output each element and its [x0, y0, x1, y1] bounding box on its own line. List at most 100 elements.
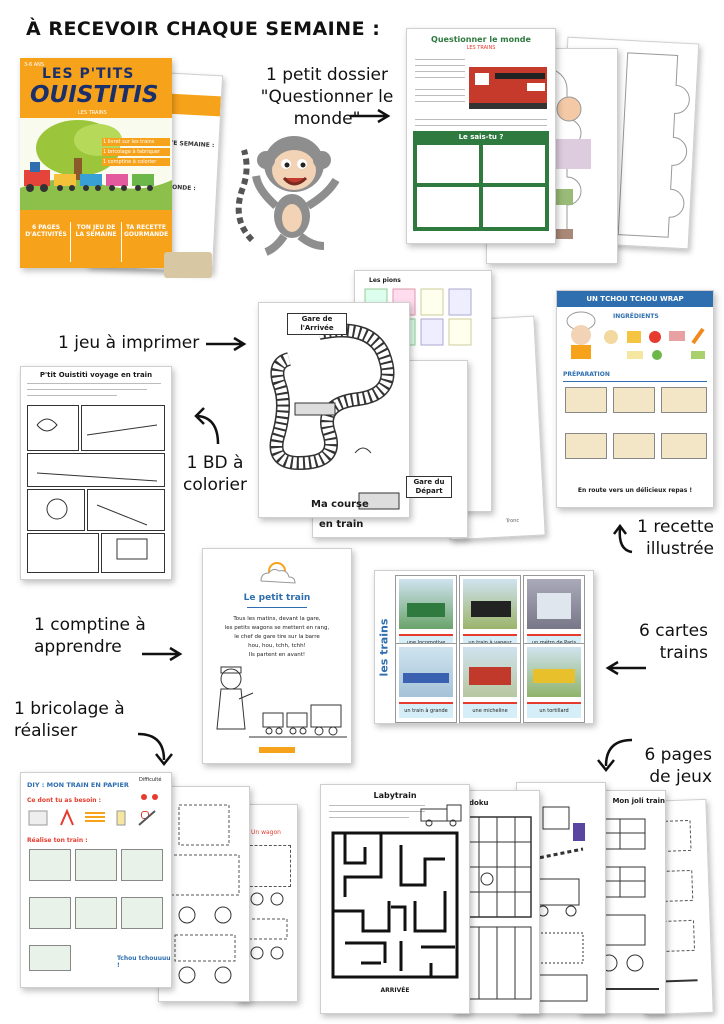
- maze-grid: [331, 831, 459, 979]
- start-station: Gare de l'Arrivée: [287, 313, 347, 335]
- wagon-label: Un wagon: [251, 829, 281, 836]
- curved-arrow-down-left-icon: [597, 738, 633, 773]
- chef-illustration: [566, 311, 596, 359]
- bullet-1: 1 livret sur les trains: [102, 138, 170, 146]
- ingredients-title: INGRÉDIENTS: [613, 313, 659, 320]
- dossier-title: Questionner le monde: [431, 35, 531, 44]
- brand-name: OUISTITIS: [30, 82, 159, 108]
- start-line-2: l'Arrivée: [300, 324, 334, 332]
- bricolage-back-page-1: [158, 786, 250, 1002]
- maze-arrivee: ARRIVÉE: [380, 987, 410, 994]
- cover-illustration: [20, 118, 172, 210]
- label-cartes-line-1: 6 cartes: [639, 621, 708, 641]
- supplies-icons: [28, 808, 156, 826]
- train-card: un train à grande vitesse: [395, 643, 457, 723]
- bd-page: P'tit Ouistiti voyage en train: [20, 366, 172, 580]
- red-locomotive-illustration: [469, 67, 547, 109]
- conductor-train-drawing: [216, 666, 347, 738]
- curved-arrow-up-icon: [613, 523, 633, 554]
- bricolage-end: Tchou tchouuuu !: [117, 955, 171, 969]
- train-card: un train à vapeur: [459, 575, 521, 655]
- card-caption: un tortillard: [527, 702, 581, 718]
- jeu-back-tag: Tronc: [505, 517, 520, 525]
- label-dossier-line-2: "Questionner le: [260, 87, 394, 107]
- bd-drawings: [36, 418, 158, 560]
- label-recette-line-2: illustrée: [646, 539, 714, 559]
- arrow-left-icon: [605, 660, 646, 676]
- curved-arrow-up-left-icon: [194, 407, 220, 445]
- pions-title: Les pions: [369, 277, 401, 284]
- arrow-right-icon: [142, 646, 183, 662]
- comptine-page: Le petit train Tous les matins, devant l…: [202, 548, 352, 764]
- label-bd-line-2: colorier: [182, 475, 248, 495]
- train-card: un tortillard: [523, 643, 585, 723]
- preparation-title: PRÉPARATION: [563, 371, 610, 378]
- end-station: Gare du Départ: [406, 476, 452, 498]
- cover-box-1: 6 PAGES D'ACTIVITÉS: [25, 224, 67, 238]
- lyric-1: Tous les matins, devant la gare,: [233, 616, 321, 622]
- end-line-2: Départ: [415, 487, 443, 495]
- end-line-1: Gare du: [413, 478, 445, 486]
- label-bricolage: 1 bricolage à réaliser: [14, 698, 125, 742]
- game-title: Ma course: [311, 499, 369, 510]
- card-caption: un train à grande vitesse: [399, 702, 453, 718]
- cover-box-3: TA RECETTE GOURMANDE: [124, 224, 169, 238]
- dossier-subtitle: LES TRAINS: [466, 45, 496, 51]
- label-bricolage-line-2: réaliser: [14, 721, 78, 741]
- make-title: Réalise ton train :: [27, 837, 88, 844]
- lyric-5: Ils partent en avant!: [248, 652, 306, 658]
- label-cartes: 6 cartes trains: [612, 620, 708, 664]
- label-bricolage-line-1: 1 bricolage à: [14, 699, 125, 719]
- template-cutouts: [168, 804, 240, 984]
- lyric-3: le chef de gare tire sur la barre: [234, 634, 320, 640]
- magazine-cover: 3-6 ANS LES P'TITS OUISTITIS LES TRAINS …: [20, 58, 172, 268]
- label-recette-line-1: 1 recette: [637, 517, 714, 537]
- label-dossier-line-1: 1 petit dossier: [265, 65, 388, 85]
- curved-arrow-down-icon: [137, 732, 173, 767]
- cartes-page: les trains une locomotive électrique un …: [374, 570, 594, 724]
- label-comptine-line-2: apprendre: [34, 637, 122, 657]
- train-tree-illustration: [20, 118, 172, 210]
- comptine-tag: [259, 747, 295, 753]
- sudoku-title: Sudoku: [459, 799, 489, 807]
- train-parts-drawing: [530, 806, 588, 1002]
- bullet-2: 1 bricolage à fabriquer: [102, 148, 170, 156]
- label-comptine-line-1: 1 comptine à: [34, 615, 146, 635]
- jeu-front-page: Gare de l'Arrivée Ma course: [258, 302, 410, 518]
- brand-top: LES P'TITS: [42, 66, 135, 82]
- label-jeu: 1 jeu à imprimer: [58, 333, 200, 353]
- recette-page: UN TCHOU TCHOU WRAP INGRÉDIENTS PRÉPARAT…: [556, 290, 714, 508]
- joli-title: Mon joli train: [612, 797, 665, 805]
- label-cartes-line-2: trains: [659, 643, 708, 663]
- label-jeux-line-1: 6 pages: [644, 745, 712, 765]
- bricolage-front-page: DIY : MON TRAIN EN PAPIER Difficulté Ce …: [20, 772, 172, 988]
- label-bd: 1 BD à colorier: [180, 452, 250, 496]
- lyric-2: les petits wagons se mettent en rang,: [224, 625, 330, 631]
- kids-photo: [164, 252, 212, 278]
- page-heading: À RECEVOIR CHAQUE SEMAINE :: [26, 18, 381, 40]
- label-dossier: 1 petit dossier "Questionner le monde": [252, 64, 402, 130]
- quiz-title: Le sais-tu ?: [458, 133, 504, 141]
- cartes-side-title: les trains: [377, 618, 391, 677]
- start-line-1: Gare de: [301, 315, 333, 323]
- label-jeux-line-2: de jeux: [649, 767, 712, 787]
- cover-box-2: TON JEU DE LA SEMAINE: [75, 224, 117, 238]
- need-title: Ce dont tu as besoin :: [27, 797, 102, 804]
- cover-subtitle: LES TRAINS: [78, 110, 107, 116]
- cloud-sun-icon: [260, 562, 296, 584]
- label-recette: 1 recette illustrée: [630, 516, 714, 560]
- quiz-panel: Le sais-tu ?: [413, 131, 549, 231]
- card-caption: une micheline: [463, 702, 517, 718]
- recette-title: UN TCHOU TCHOU WRAP: [557, 291, 713, 307]
- bullet-3: 1 comptine à colorier: [102, 158, 170, 166]
- laby-train-icon: [420, 804, 462, 827]
- comptine-lyrics: Tous les matins, devant la gare, les pet…: [207, 615, 347, 660]
- dossier-front-page: Questionner le monde LES TRAINS Le sais-…: [406, 28, 556, 244]
- label-bd-line-1: 1 BD à: [186, 453, 244, 473]
- label-dossier-line-3: monde": [293, 109, 361, 129]
- age-badge: 3-6 ANS: [24, 62, 45, 68]
- jeu-under-text: en train: [319, 519, 364, 530]
- bd-title: P'tit Ouistiti voyage en train: [39, 371, 153, 379]
- jeux-laby-page: Labytrain ARRIVÉE: [320, 784, 470, 1014]
- arrow-right-icon: [350, 108, 391, 124]
